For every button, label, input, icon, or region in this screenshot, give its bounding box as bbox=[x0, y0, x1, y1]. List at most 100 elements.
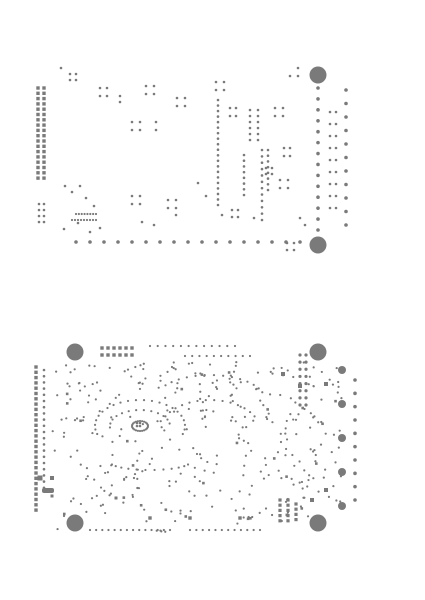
pad-dot bbox=[260, 180, 264, 184]
pad-dot bbox=[174, 206, 178, 210]
pad-dot bbox=[144, 528, 147, 532]
pad-dot bbox=[334, 170, 338, 174]
square-pad bbox=[36, 134, 40, 138]
pad-dot bbox=[76, 221, 80, 225]
mounting-hole bbox=[309, 343, 327, 361]
square-pad bbox=[112, 353, 116, 357]
pad-dot bbox=[164, 530, 167, 533]
square-pad bbox=[285, 475, 288, 478]
pad-dot bbox=[296, 74, 300, 78]
pad-dot bbox=[42, 393, 46, 397]
square-pad bbox=[249, 516, 252, 520]
pad-dot bbox=[130, 202, 134, 206]
mounting-hole bbox=[309, 236, 327, 254]
square-pad bbox=[164, 508, 168, 512]
pad-dot bbox=[248, 114, 252, 118]
pad-dot bbox=[270, 172, 274, 176]
square-pad bbox=[42, 176, 46, 180]
pad-dot bbox=[94, 218, 98, 222]
pad-dot bbox=[174, 391, 177, 394]
mounting-hole bbox=[66, 343, 84, 361]
square-pad bbox=[124, 353, 128, 357]
pad-dot bbox=[264, 457, 267, 460]
pad-dot bbox=[248, 493, 251, 496]
pad-dot bbox=[140, 420, 144, 423]
square-pad bbox=[50, 494, 54, 498]
pad-dot bbox=[82, 415, 85, 419]
pad-dot bbox=[179, 512, 182, 515]
pad-dot bbox=[216, 148, 220, 152]
pad-dot bbox=[317, 490, 320, 493]
pad-dot bbox=[247, 442, 250, 445]
pad-dot bbox=[132, 476, 136, 480]
pad-dot bbox=[242, 159, 246, 163]
pad-dot bbox=[322, 476, 325, 479]
mounting-hole bbox=[309, 66, 327, 84]
pad-dot bbox=[316, 173, 320, 178]
pad-dot bbox=[171, 406, 174, 410]
pad-dot bbox=[138, 387, 142, 391]
pad-dot bbox=[330, 450, 333, 454]
pad-dot bbox=[207, 528, 211, 532]
pad-dot bbox=[316, 162, 320, 167]
pad-dot bbox=[309, 426, 312, 429]
pad-dot bbox=[328, 158, 332, 162]
square-pad bbox=[36, 102, 40, 106]
pad-dot bbox=[248, 138, 252, 142]
square-pad bbox=[36, 91, 40, 95]
pad-dot bbox=[42, 381, 46, 384]
pad-dot bbox=[170, 510, 173, 513]
square-pad bbox=[130, 346, 134, 350]
pad-dot bbox=[176, 382, 179, 385]
pad-dot bbox=[174, 213, 178, 217]
pad-dot bbox=[198, 453, 202, 456]
pad-dot bbox=[246, 380, 249, 383]
pad-dot bbox=[172, 240, 176, 244]
pad-dot bbox=[164, 344, 167, 348]
pad-dot bbox=[324, 468, 327, 471]
pad-dot bbox=[172, 366, 175, 370]
pad-dot bbox=[276, 451, 280, 454]
pad-dot bbox=[288, 74, 292, 78]
pad-dot bbox=[298, 240, 302, 244]
pad-dot bbox=[148, 462, 151, 466]
pad-dot bbox=[88, 230, 92, 234]
pad-dot bbox=[139, 364, 142, 367]
pad-dot bbox=[94, 428, 97, 431]
pad-dot bbox=[183, 428, 186, 431]
pad-dot bbox=[252, 383, 255, 386]
pad-dot bbox=[42, 418, 46, 421]
square-pad bbox=[65, 402, 69, 405]
pad-dot bbox=[302, 361, 305, 364]
pad-dot bbox=[298, 396, 302, 400]
pad-dot bbox=[304, 403, 308, 407]
pad-dot bbox=[316, 108, 320, 112]
square-pad bbox=[34, 466, 38, 470]
pad-dot bbox=[328, 122, 332, 126]
square-pad bbox=[126, 439, 129, 443]
pad-dot bbox=[353, 404, 357, 409]
pad-dot bbox=[160, 501, 163, 505]
pad-dot bbox=[156, 344, 159, 348]
pad-dot bbox=[78, 381, 81, 385]
pad-dot bbox=[125, 528, 129, 532]
pad-dot bbox=[179, 472, 182, 475]
pad-dot bbox=[163, 429, 166, 432]
pad-dot bbox=[230, 215, 234, 219]
pad-dot bbox=[256, 126, 260, 130]
pad-dot bbox=[231, 415, 234, 419]
pad-dot bbox=[270, 166, 274, 170]
pad-dot bbox=[198, 383, 201, 386]
pad-dot bbox=[316, 129, 320, 134]
pad-dot bbox=[68, 385, 71, 388]
pad-dot bbox=[166, 206, 170, 210]
pad-dot bbox=[69, 455, 72, 458]
pad-dot bbox=[199, 390, 202, 393]
pad-dot bbox=[294, 418, 298, 421]
pad-dot bbox=[114, 396, 117, 399]
square-pad bbox=[294, 518, 298, 522]
pad-dot bbox=[141, 423, 144, 426]
pad-dot bbox=[129, 415, 132, 419]
pad-dot bbox=[138, 120, 142, 124]
pad-dot bbox=[269, 370, 272, 373]
